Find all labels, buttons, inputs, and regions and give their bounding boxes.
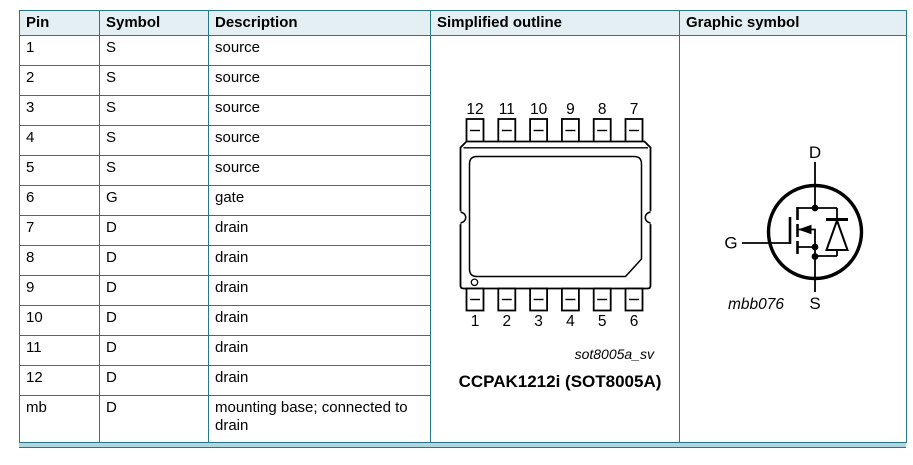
symbol-cell: D xyxy=(99,365,209,396)
package-top-leads xyxy=(465,118,644,143)
pin-cell: 7 xyxy=(19,215,100,246)
description-cell: source xyxy=(208,155,431,186)
body-arrow xyxy=(798,224,812,235)
pin-cell: mb xyxy=(19,395,100,443)
pin-cell: 9 xyxy=(19,275,100,306)
symbol-cell: S xyxy=(99,125,209,156)
description-cell: drain xyxy=(208,335,431,366)
header-simplified-outline: Simplified outline xyxy=(430,10,680,36)
drain-terminal-label: D xyxy=(809,143,821,162)
description-cell: source xyxy=(208,125,431,156)
pin-table: Pin Symbol Description Simplified outlin… xyxy=(19,10,907,443)
junction-dot xyxy=(811,253,819,260)
description-cell: mounting base; connected to drain xyxy=(208,395,431,443)
symbol-drawing-code: mbb076 xyxy=(728,296,784,313)
pin1-indicator xyxy=(470,278,479,287)
pin-number: 6 xyxy=(630,313,639,330)
header-description: Description xyxy=(208,10,431,36)
pin-number: 2 xyxy=(502,313,511,330)
package-pin-numbers: 12 11 10 9 8 7 1 2 3 4 5 6 xyxy=(466,101,638,330)
symbol-cell: G xyxy=(99,185,209,216)
description-cell: source xyxy=(208,95,431,126)
description-cell: source xyxy=(208,65,431,96)
symbol-cell: D xyxy=(99,245,209,276)
pin-number: 3 xyxy=(534,313,543,330)
pin-cell: 4 xyxy=(19,125,100,156)
outline-drawing-code: sot8005a_sv xyxy=(575,346,655,362)
simplified-outline-cell: 12 11 10 9 8 7 1 2 3 4 5 6 xyxy=(430,35,680,443)
symbol-cell: S xyxy=(99,95,209,126)
pin-cell: 12 xyxy=(19,365,100,396)
outline-caption: CCPAK1212i (SOT8005A) xyxy=(459,372,662,391)
symbol-cell: S xyxy=(99,155,209,186)
body-diode xyxy=(815,207,849,257)
pin-cell: 2 xyxy=(19,65,100,96)
table-bottom-rule xyxy=(19,443,906,448)
description-cell: drain xyxy=(208,275,431,306)
pin-number: 4 xyxy=(566,313,575,330)
symbol-cell: D xyxy=(99,305,209,336)
graphic-symbol-cell: D G S mbb076 xyxy=(679,35,907,443)
pin-number: 5 xyxy=(598,313,607,330)
pinning-table-figure: Pin Symbol Description Simplified outlin… xyxy=(19,10,907,448)
package-outline-drawing: 12 11 10 9 8 7 1 2 3 4 5 6 xyxy=(451,101,662,391)
pin-number: 7 xyxy=(630,101,639,118)
symbol-cell: S xyxy=(99,65,209,96)
description-cell: drain xyxy=(208,305,431,336)
pin-cell: 11 xyxy=(19,335,100,366)
symbol-cell: S xyxy=(99,35,209,66)
pin-cell: 3 xyxy=(19,95,100,126)
description-cell: source xyxy=(208,35,431,66)
pin-cell: 1 xyxy=(19,35,100,66)
junction-dot xyxy=(811,204,819,212)
description-cell: drain xyxy=(208,215,431,246)
description-cell: gate xyxy=(208,185,431,216)
symbol-cell: D xyxy=(99,335,209,366)
junction-dot xyxy=(811,243,819,251)
header-pin: Pin xyxy=(19,10,100,36)
header-symbol: Symbol xyxy=(99,10,209,36)
pin-cell: 10 xyxy=(19,305,100,336)
symbol-cell: D xyxy=(99,395,209,443)
die-pad-outline xyxy=(468,155,643,278)
symbol-cell: D xyxy=(99,275,209,306)
pin-number: 12 xyxy=(466,101,483,118)
pin-cell: 6 xyxy=(19,185,100,216)
pin-number: 8 xyxy=(598,101,607,118)
pin-cell: 5 xyxy=(19,155,100,186)
mosfet-symbol: D G S mbb076 xyxy=(724,143,864,313)
pin-number: 9 xyxy=(566,101,575,118)
symbol-cell: D xyxy=(99,215,209,246)
pin-number: 10 xyxy=(530,101,548,118)
source-terminal-label: S xyxy=(809,294,820,313)
pin-number: 11 xyxy=(499,101,515,118)
pin-cell: 8 xyxy=(19,245,100,276)
pin-number: 1 xyxy=(471,313,480,330)
gate-terminal-label: G xyxy=(724,234,737,253)
package-body xyxy=(451,140,660,290)
mosfet-symbol-drawing: D G S mbb076 xyxy=(724,143,864,313)
description-cell: drain xyxy=(208,245,431,276)
package-bottom-leads xyxy=(465,287,644,312)
header-graphic-symbol: Graphic symbol xyxy=(679,10,907,36)
pin-table-header: Pin Symbol Description Simplified outlin… xyxy=(19,10,907,36)
description-cell: drain xyxy=(208,365,431,396)
